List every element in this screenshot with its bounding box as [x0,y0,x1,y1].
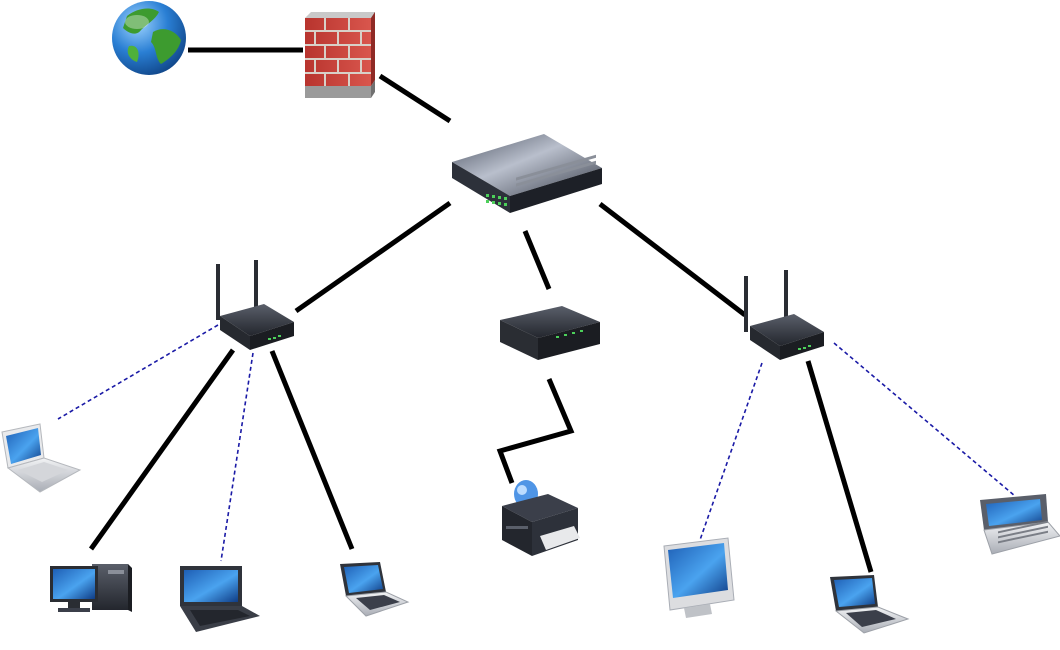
link-router-left-laptop-wide [220,352,254,562]
globe-icon [112,1,186,75]
link-router-left-laptop-white [57,324,219,420]
printer-icon [502,480,580,556]
desktop-computer-icon [50,564,132,612]
brick-firewall-icon [305,12,375,98]
link-switch-router-right [598,202,747,317]
links-layer [57,47,1016,573]
link-switch-router-left [294,200,452,314]
wireless-router-icon [744,270,824,360]
link-router-right-handheld [833,342,1016,497]
network-switch-icon [452,134,602,213]
laptop-icon [830,575,910,634]
handheld-device-icon [980,494,1060,555]
laptop-icon [340,562,410,617]
link-router-right-laptop-right [805,360,874,573]
link-switch-print-server [522,230,552,290]
wireless-router-icon [216,260,294,350]
laptop-icon [180,566,260,632]
link-router-right-imac [699,362,763,541]
link-print-server-printer [496,378,575,484]
laptop-icon [1,423,82,493]
monitor-icon [663,537,735,618]
link-firewall-switch [378,73,452,124]
network-hub-icon [500,306,600,360]
link-router-left-netbook [269,350,355,550]
link-router-left-desktop-pc [88,348,236,551]
